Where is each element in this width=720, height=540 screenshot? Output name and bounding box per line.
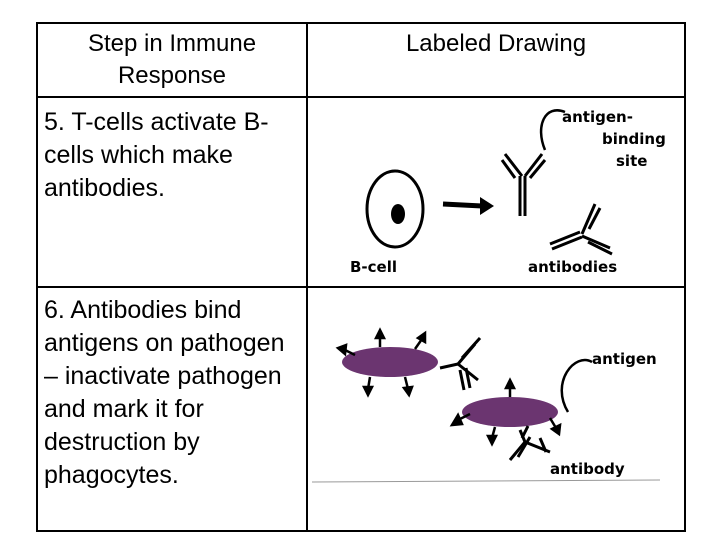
arrow-shaft (442, 201, 483, 209)
row-divider (38, 286, 684, 288)
label-antigen-6: antigen (592, 350, 657, 368)
faint-baseline (311, 479, 661, 483)
header-divider (38, 96, 684, 98)
b-cell-antibodies-drawing: antigen- binding site B-cell antibodies (350, 108, 666, 276)
antigen-pointer (560, 358, 593, 413)
header-step: Step in Immune Response (87, 30, 257, 89)
step-5-text: 5. T-cells activate B-cells which make a… (44, 108, 269, 202)
pathogen-right (462, 397, 558, 427)
antibody-lower (549, 203, 613, 256)
antigen-spikes (335, 327, 562, 447)
antibody-upper (500, 153, 547, 216)
b-cell-nucleus (391, 204, 405, 224)
antibody-bound-1 (439, 336, 482, 391)
pathogen-left (342, 347, 438, 377)
label-antibodies: antibodies (528, 258, 617, 276)
b-cell-outer (365, 169, 425, 249)
label-binding: binding (602, 130, 666, 148)
column-divider (306, 24, 308, 530)
label-antigen: antigen- (562, 108, 633, 126)
label-b-cell: B-cell (350, 258, 397, 276)
immune-response-table: Step in Immune Response Labeled Drawing … (36, 22, 686, 532)
step-6-text: 6. Antibodies bind antigens on pathogen … (44, 296, 285, 489)
label-site: site (616, 152, 647, 170)
binding-site-pointer (539, 109, 566, 151)
antibodies-bind-pathogen-drawing: antigen antibody (311, 327, 661, 483)
header-drawing: Labeled Drawing (405, 30, 587, 57)
arrow-head (480, 197, 494, 215)
label-antibody: antibody (550, 460, 625, 478)
antibody-bound-2 (508, 425, 551, 461)
